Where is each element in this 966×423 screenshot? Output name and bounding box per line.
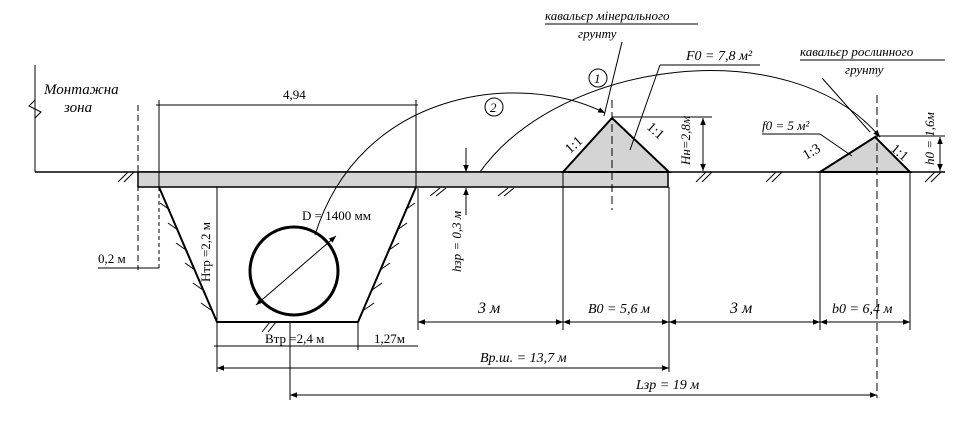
mineral-label-leader (603, 41, 623, 117)
slope-11-right: 1:1 (643, 120, 666, 143)
route-1-number: 1 (594, 71, 601, 86)
offset-127-label: 1,27м (374, 331, 405, 346)
mineral-area-label: F0 = 7,8 м² (685, 49, 753, 64)
topsoil-area-label: f0 = 5 м² (762, 118, 810, 133)
ground-hatching (117, 171, 942, 197)
route-2-marker (484, 97, 504, 117)
pipe-diameter-label: D = 1400 мм (302, 208, 371, 223)
mineral-area-leader (629, 64, 661, 151)
gap-3m-b-label: 3 м (729, 300, 752, 317)
gap-3m-a-label: 3 м (477, 300, 500, 317)
mineral-spoil-heap (560, 116, 672, 173)
topsoil-base-label: b0 = 6,4 м (832, 302, 892, 317)
topsoil-area-leader (819, 133, 853, 157)
mounting-zone-label: Монтажна (43, 82, 119, 98)
strip-depth-label: hзр = 0,3 м (449, 211, 464, 272)
route-1-marker (588, 68, 608, 88)
mineral-spoil-label-2: грунту (578, 26, 617, 41)
strip-length-label: Lзр = 19 м (635, 378, 699, 393)
offset-02-label: 0,2 м (98, 251, 126, 266)
topsoil-spoil-label-2: грунту (845, 62, 884, 77)
break-mark (28, 99, 42, 119)
topsoil-label-leader (821, 77, 871, 133)
mineral-base-label: B0 = 5,6 м (588, 302, 650, 317)
mineral-height-label: Hн=2,8м (678, 116, 693, 166)
bottom-width-label: Втр =2,4 м (265, 331, 324, 346)
route-2-number: 2 (490, 100, 497, 115)
mineral-spoil-label: кавальєр мінерального (545, 8, 670, 23)
route-1-arc (479, 70, 881, 173)
stripped-topsoil-band (137, 171, 669, 188)
slope-13: 1:3 (801, 142, 824, 164)
topsoil-spoil-heap (816, 135, 913, 173)
work-width-label: Bр.ш. = 13,7 м (480, 351, 567, 366)
pipe-diameter-line (255, 235, 337, 306)
topsoil-height-label: h0 = 1,6м (922, 112, 937, 165)
lower-dim-extensions (289, 172, 911, 400)
route-2-arc (314, 92, 606, 236)
trench-depth-label: Нтр =2,2 м (198, 222, 213, 282)
mounting-zone-label-2: зона (63, 100, 92, 116)
trench-walls (158, 186, 417, 323)
pipe (248, 225, 340, 317)
trench-hatching (159, 202, 416, 333)
topsoil-spoil-label: кавальєр рослинного (800, 44, 914, 59)
top-width-label: 4,94 (283, 87, 306, 102)
